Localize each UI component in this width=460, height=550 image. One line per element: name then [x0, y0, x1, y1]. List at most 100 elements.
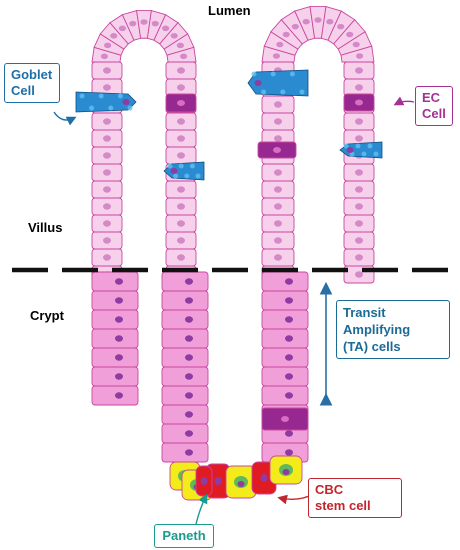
right-villus-outer-cell — [261, 231, 295, 250]
cell-nucleus — [185, 335, 193, 342]
left-villus-inner-cell — [165, 248, 197, 267]
cell-nucleus — [282, 31, 290, 38]
ec-cell — [165, 93, 197, 113]
crypt-left-inner-cell — [161, 423, 209, 444]
left-villus-inner-cell — [165, 78, 197, 97]
cell-nucleus — [355, 118, 363, 125]
cell-nucleus — [274, 220, 282, 227]
paneth-cell-label: Paneth — [154, 524, 214, 548]
cell-nucleus — [274, 186, 282, 193]
right-villus-inner-cell — [343, 248, 375, 267]
crypt-right-inner-cell — [261, 385, 309, 406]
right-villus-inner-cell — [343, 78, 375, 97]
goblet-cell-label: Goblet Cell — [4, 63, 60, 103]
left-villus-outer-cell — [91, 214, 123, 233]
cell-nucleus — [285, 354, 293, 361]
cell-nucleus — [285, 373, 293, 380]
left-villus-outer-cell — [91, 248, 123, 267]
ec-cell — [261, 407, 309, 431]
left-villus-inner-cell — [165, 146, 197, 165]
cell-nucleus — [355, 203, 363, 210]
crypt-right-inner-cell — [261, 271, 309, 292]
cell-nucleus — [177, 237, 185, 244]
paneth-pointer-arrow — [195, 493, 208, 525]
cell-nucleus — [115, 392, 123, 399]
crypt-label: Crypt — [30, 308, 64, 323]
cell-nucleus — [355, 67, 363, 74]
left-villus-inner-cell — [165, 61, 197, 80]
cell-nucleus — [355, 254, 363, 261]
goblet-label-line-2: Cell — [11, 83, 35, 98]
cell-nucleus — [177, 67, 185, 74]
cell-nucleus — [103, 220, 111, 227]
villus-label: Villus — [28, 220, 63, 235]
left-villus-inner-cell — [165, 197, 197, 216]
crypt-left-outer-cell — [91, 347, 139, 368]
crypt-right-inner-cell — [261, 347, 309, 368]
right-villus-tip-cell — [263, 31, 299, 56]
cell-nucleus — [177, 152, 185, 159]
cell-nucleus — [103, 135, 111, 142]
cell-nucleus — [314, 17, 322, 23]
cell-nucleus — [104, 42, 112, 49]
right-villus-inner-cell — [343, 231, 375, 250]
cell-nucleus — [285, 335, 293, 342]
cell-nucleus — [285, 316, 293, 323]
cell-nucleus — [115, 335, 123, 342]
cell-nucleus — [274, 254, 282, 261]
cell-nucleus — [285, 449, 293, 456]
cell-nucleus — [177, 203, 185, 210]
cell-nucleus — [355, 186, 363, 193]
cell-nucleus — [285, 430, 293, 437]
right-villus-inner-cell — [343, 214, 375, 233]
cell-nucleus — [185, 411, 193, 418]
cell-nucleus — [355, 271, 363, 278]
cell-nucleus — [274, 203, 282, 210]
cell-nucleus — [274, 169, 282, 176]
right-villus-outer-cell — [261, 214, 295, 233]
cell-nucleus — [355, 220, 363, 227]
cell-nucleus — [352, 41, 360, 48]
cell-nucleus — [285, 278, 293, 285]
ta-label-line-2: Amplifying — [343, 322, 411, 337]
cell-nucleus — [115, 373, 123, 380]
cell-nucleus — [177, 84, 185, 91]
villus-left — [91, 9, 197, 284]
goblet-cell — [75, 91, 137, 113]
left-villus-inner-cell — [165, 129, 197, 148]
crypt-right-inner-cell — [261, 328, 309, 349]
crypt-right-inner-cell — [261, 309, 309, 330]
cell-nucleus — [115, 354, 123, 361]
right-villus-outer-cell — [261, 248, 295, 267]
cell-nucleus — [185, 297, 193, 304]
right-villus-outer-cell — [261, 163, 295, 182]
lumen-label: Lumen — [208, 3, 251, 18]
cell-nucleus — [103, 237, 111, 244]
cell-nucleus — [103, 169, 111, 176]
ta-label-line-1: Transit — [343, 305, 386, 320]
right-villus-tip-cell — [340, 45, 375, 63]
ec-cell-label: EC Cell — [415, 86, 453, 126]
crypt-left-inner-cell — [161, 271, 209, 292]
goblet-pointer-arrow — [53, 111, 77, 126]
right-villus-outer-cell — [261, 95, 295, 114]
crypt-left-outer-cell — [91, 385, 139, 406]
crypt-left-outer-cell — [91, 290, 139, 311]
goblet-cell — [247, 69, 309, 97]
right-villus-inner-cell — [343, 112, 375, 131]
crypt-left-outer-cell — [91, 328, 139, 349]
cell-nucleus — [177, 220, 185, 227]
cell-nucleus — [162, 25, 170, 32]
crypt-left-outer-cell — [91, 309, 139, 330]
paneth-cell — [225, 465, 257, 499]
cell-nucleus — [291, 23, 299, 30]
cell-nucleus — [355, 169, 363, 176]
left-villus-inner-cell — [165, 231, 197, 250]
cell-nucleus — [185, 449, 193, 456]
cell-nucleus — [346, 31, 354, 38]
cell-nucleus — [100, 53, 109, 60]
cell-nucleus — [355, 237, 363, 244]
left-villus-outer-cell — [91, 231, 123, 250]
crypt-left-inner-cell — [161, 328, 209, 349]
